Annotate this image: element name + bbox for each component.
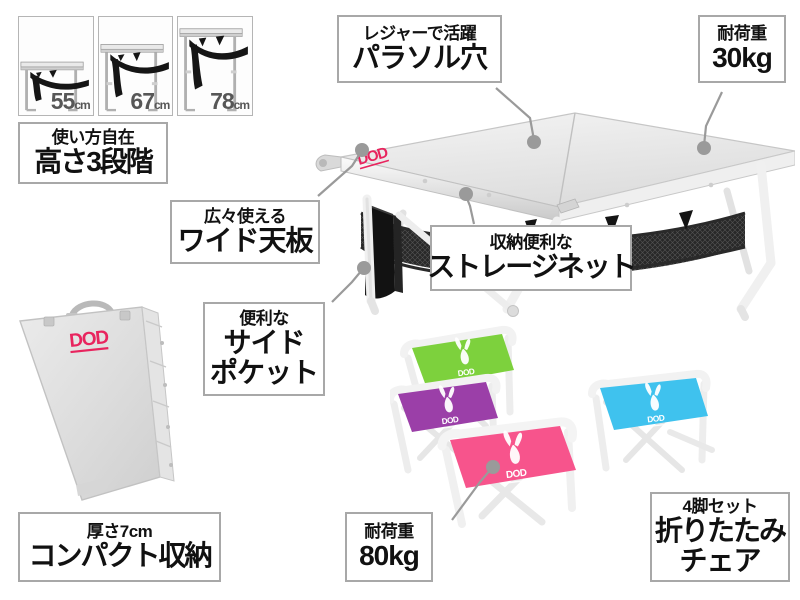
callout-wide-tabletop-title: ワイド天板 [177,225,313,257]
callout-side-pocket-line2: ポケット [209,357,319,388]
callout-folding-chair-heading: 4脚セット [682,497,758,517]
table-silhouette-high [179,28,249,112]
callout-chair-load-title: 80kg [359,540,420,572]
callout-side-pocket-title: サイド [223,327,305,359]
height-label-78: 78cm [210,88,250,114]
table-silhouette-low [20,61,89,112]
callout-table-load-capacity[interactable]: 耐荷重 30kg [698,15,786,83]
callout-height-3-stage-heading: 使い方自在 [51,128,135,148]
height-label-55: 55cm [50,88,91,114]
height-panel-67: 67cm [97,16,174,116]
callout-parasol-hole-title: パラソル穴 [351,42,488,74]
callout-folding-chair-line2: チェア [679,545,761,576]
callout-height-3-stage[interactable]: 使い方自在 高さ3段階 [18,122,168,184]
callout-compact-storage-heading: 厚さ7cm [86,522,153,542]
carry-case-illustration: DOD [19,300,175,501]
callout-compact-storage[interactable]: 厚さ7cm コンパクト収納 [18,512,221,582]
callout-wide-tabletop[interactable]: 広々使える ワイド天板 [170,200,320,264]
height-panel-78: 78cm [177,16,254,116]
callout-parasol-hole-heading: レジャーで活躍 [362,24,477,44]
height-label-67: 67cm [130,88,170,114]
table-silhouette-middle [100,44,169,112]
callout-storage-net[interactable]: 収納便利な ストレージネット [427,225,637,291]
product-chairs-image: DOD [386,300,800,530]
callout-folding-chair-title: 折りたたみ [654,515,787,547]
chair-pink [437,417,577,528]
product-carry-case-image: DOD [10,295,225,510]
callout-side-pocket[interactable]: 便利な サイド ポケット [203,302,325,396]
callout-compact-storage-title: コンパクト収納 [28,540,212,572]
chairs-illustration: DOD [386,325,715,528]
chair-blue [588,369,715,473]
callout-side-pocket-heading: 便利な [239,309,289,329]
callout-storage-net-title: ストレージネット [427,251,636,283]
height-variation-panels: 55cm 67cm [18,16,254,116]
case-brand-logo: DOD [68,327,109,354]
callout-chair-load-heading: 耐荷重 [364,522,414,542]
case-handle [69,300,115,318]
chair-purple [386,373,501,474]
callout-storage-net-heading: 収納便利な [489,233,573,253]
callout-table-load-heading: 耐荷重 [717,24,767,44]
callout-height-3-stage-title: 高さ3段階 [34,146,154,178]
callout-folding-chair[interactable]: 4脚セット 折りたたみ チェア [650,492,790,582]
callout-wide-tabletop-heading: 広々使える [204,207,287,227]
callout-table-load-title: 30kg [712,42,773,74]
callout-parasol-hole[interactable]: レジャーで活躍 パラソル穴 [337,15,502,83]
callout-chair-load-capacity[interactable]: 耐荷重 80kg [345,512,433,582]
height-panel-55: 55cm [18,16,94,116]
